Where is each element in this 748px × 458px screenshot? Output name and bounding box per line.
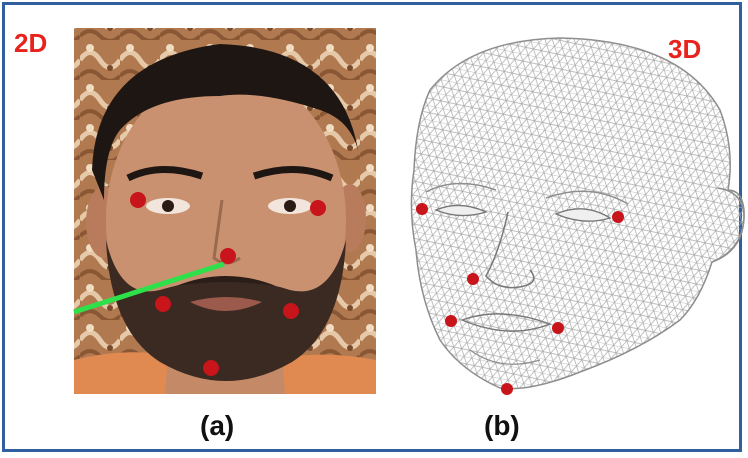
- right-iris: [284, 200, 296, 212]
- landmark-3d-nose: [467, 273, 479, 285]
- landmark-2d-chin: [203, 360, 219, 376]
- caption-a: (a): [200, 410, 234, 442]
- landmark-2d-right-eye: [310, 200, 326, 216]
- landmark-3d-chin: [501, 383, 513, 395]
- landmark-3d-left-eye: [416, 203, 428, 215]
- face-photo-panel: [74, 28, 376, 394]
- face-wireframe-mesh: [411, 38, 744, 389]
- landmark-2d-nose: [220, 248, 236, 264]
- label-2d: 2D: [14, 28, 47, 59]
- landmark-3d-mouth-left: [445, 315, 457, 327]
- landmark-2d-left-eye: [130, 192, 146, 208]
- landmark-3d-mouth-right: [552, 322, 564, 334]
- left-iris: [162, 200, 174, 212]
- label-3d: 3D: [668, 34, 701, 65]
- caption-b: (b): [484, 410, 520, 442]
- landmark-2d-mouth-right: [283, 303, 299, 319]
- landmark-2d-mouth-left: [155, 296, 171, 312]
- landmark-3d-right-eye: [612, 211, 624, 223]
